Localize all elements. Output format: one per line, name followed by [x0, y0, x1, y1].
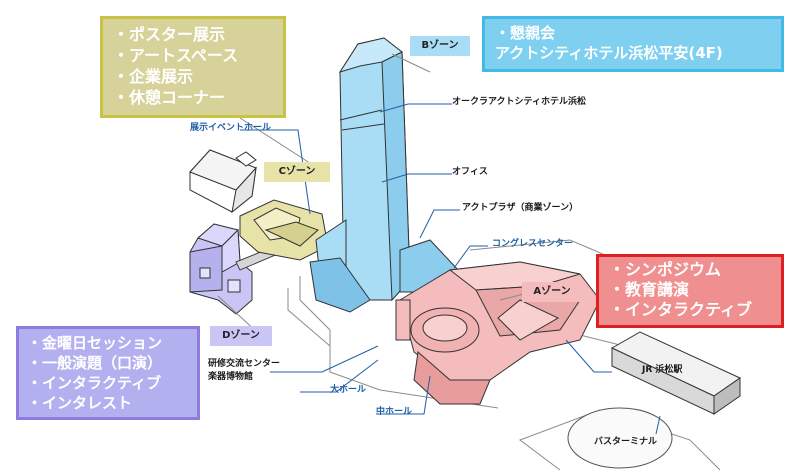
- hotel-label: オークラアクトシティホテル浜松: [452, 97, 587, 107]
- callout-zone-a: ・シンポジウム ・教育講演 ・インタラクティブ: [596, 254, 784, 328]
- zone-b-tower: [309, 37, 461, 313]
- callout-item: ・インタラクティブ: [609, 300, 753, 319]
- callout-item: ・インタレスト: [27, 394, 133, 412]
- leader-lines: [240, 103, 661, 435]
- congress-center-label: コングレスセンター: [492, 239, 574, 249]
- callout-item: ・教育講演: [609, 280, 690, 299]
- station-building: [610, 331, 742, 415]
- station-label: JR 浜松駅: [642, 365, 683, 375]
- callout-zone-c: ・ポスター展示 ・アートスペース ・企業展示 ・休憩コーナー: [100, 16, 286, 118]
- callout-item: ・アートスペース: [113, 46, 239, 65]
- callout-item: ・休憩コーナー: [113, 88, 226, 107]
- middle-hall-label: 中ホール: [376, 407, 413, 417]
- exhibition-hall-label: 展示イベントホール: [190, 123, 272, 133]
- zone-c-building: [239, 199, 329, 261]
- exhibition-hall-building: [189, 149, 257, 214]
- training-center-label: 研修交流センター: [208, 359, 281, 369]
- callout-item: ・シンポジウム: [609, 260, 722, 279]
- callout-item: ・企業展示: [113, 67, 194, 86]
- callout-item: ・一般演題（口演）: [27, 354, 163, 372]
- zone-c-tag: Cゾーン: [264, 162, 330, 182]
- callout-item: ・懇親会: [495, 24, 556, 42]
- callout-item: ・金曜日セッション: [27, 334, 163, 352]
- bus-terminal: [567, 407, 673, 469]
- zone-d-building: [189, 223, 253, 315]
- callout-item: アクトシティホテル浜松平安(4F): [495, 44, 723, 62]
- office-label: オフィス: [452, 167, 488, 177]
- callout-zone-d: ・金曜日セッション ・一般演題（口演） ・インタラクティブ ・インタレスト: [16, 326, 200, 420]
- main-hall-label: 大ホール: [330, 385, 367, 395]
- callout-item: ・ポスター展示: [113, 25, 226, 44]
- zone-b-tag: Bゾーン: [410, 36, 470, 56]
- plaza-label: アクトプラザ（商業ゾーン）: [462, 203, 579, 213]
- callout-zone-b: ・懇親会 アクトシティホテル浜松平安(4F): [482, 16, 784, 72]
- bus-terminal-label: バスターミナル: [594, 437, 658, 447]
- instrument-museum-label: 楽器博物館: [208, 372, 254, 382]
- callout-item: ・インタラクティブ: [27, 374, 162, 392]
- zone-a-tag: Aゾーン: [522, 282, 582, 302]
- zone-d-tag: Dゾーン: [210, 326, 272, 346]
